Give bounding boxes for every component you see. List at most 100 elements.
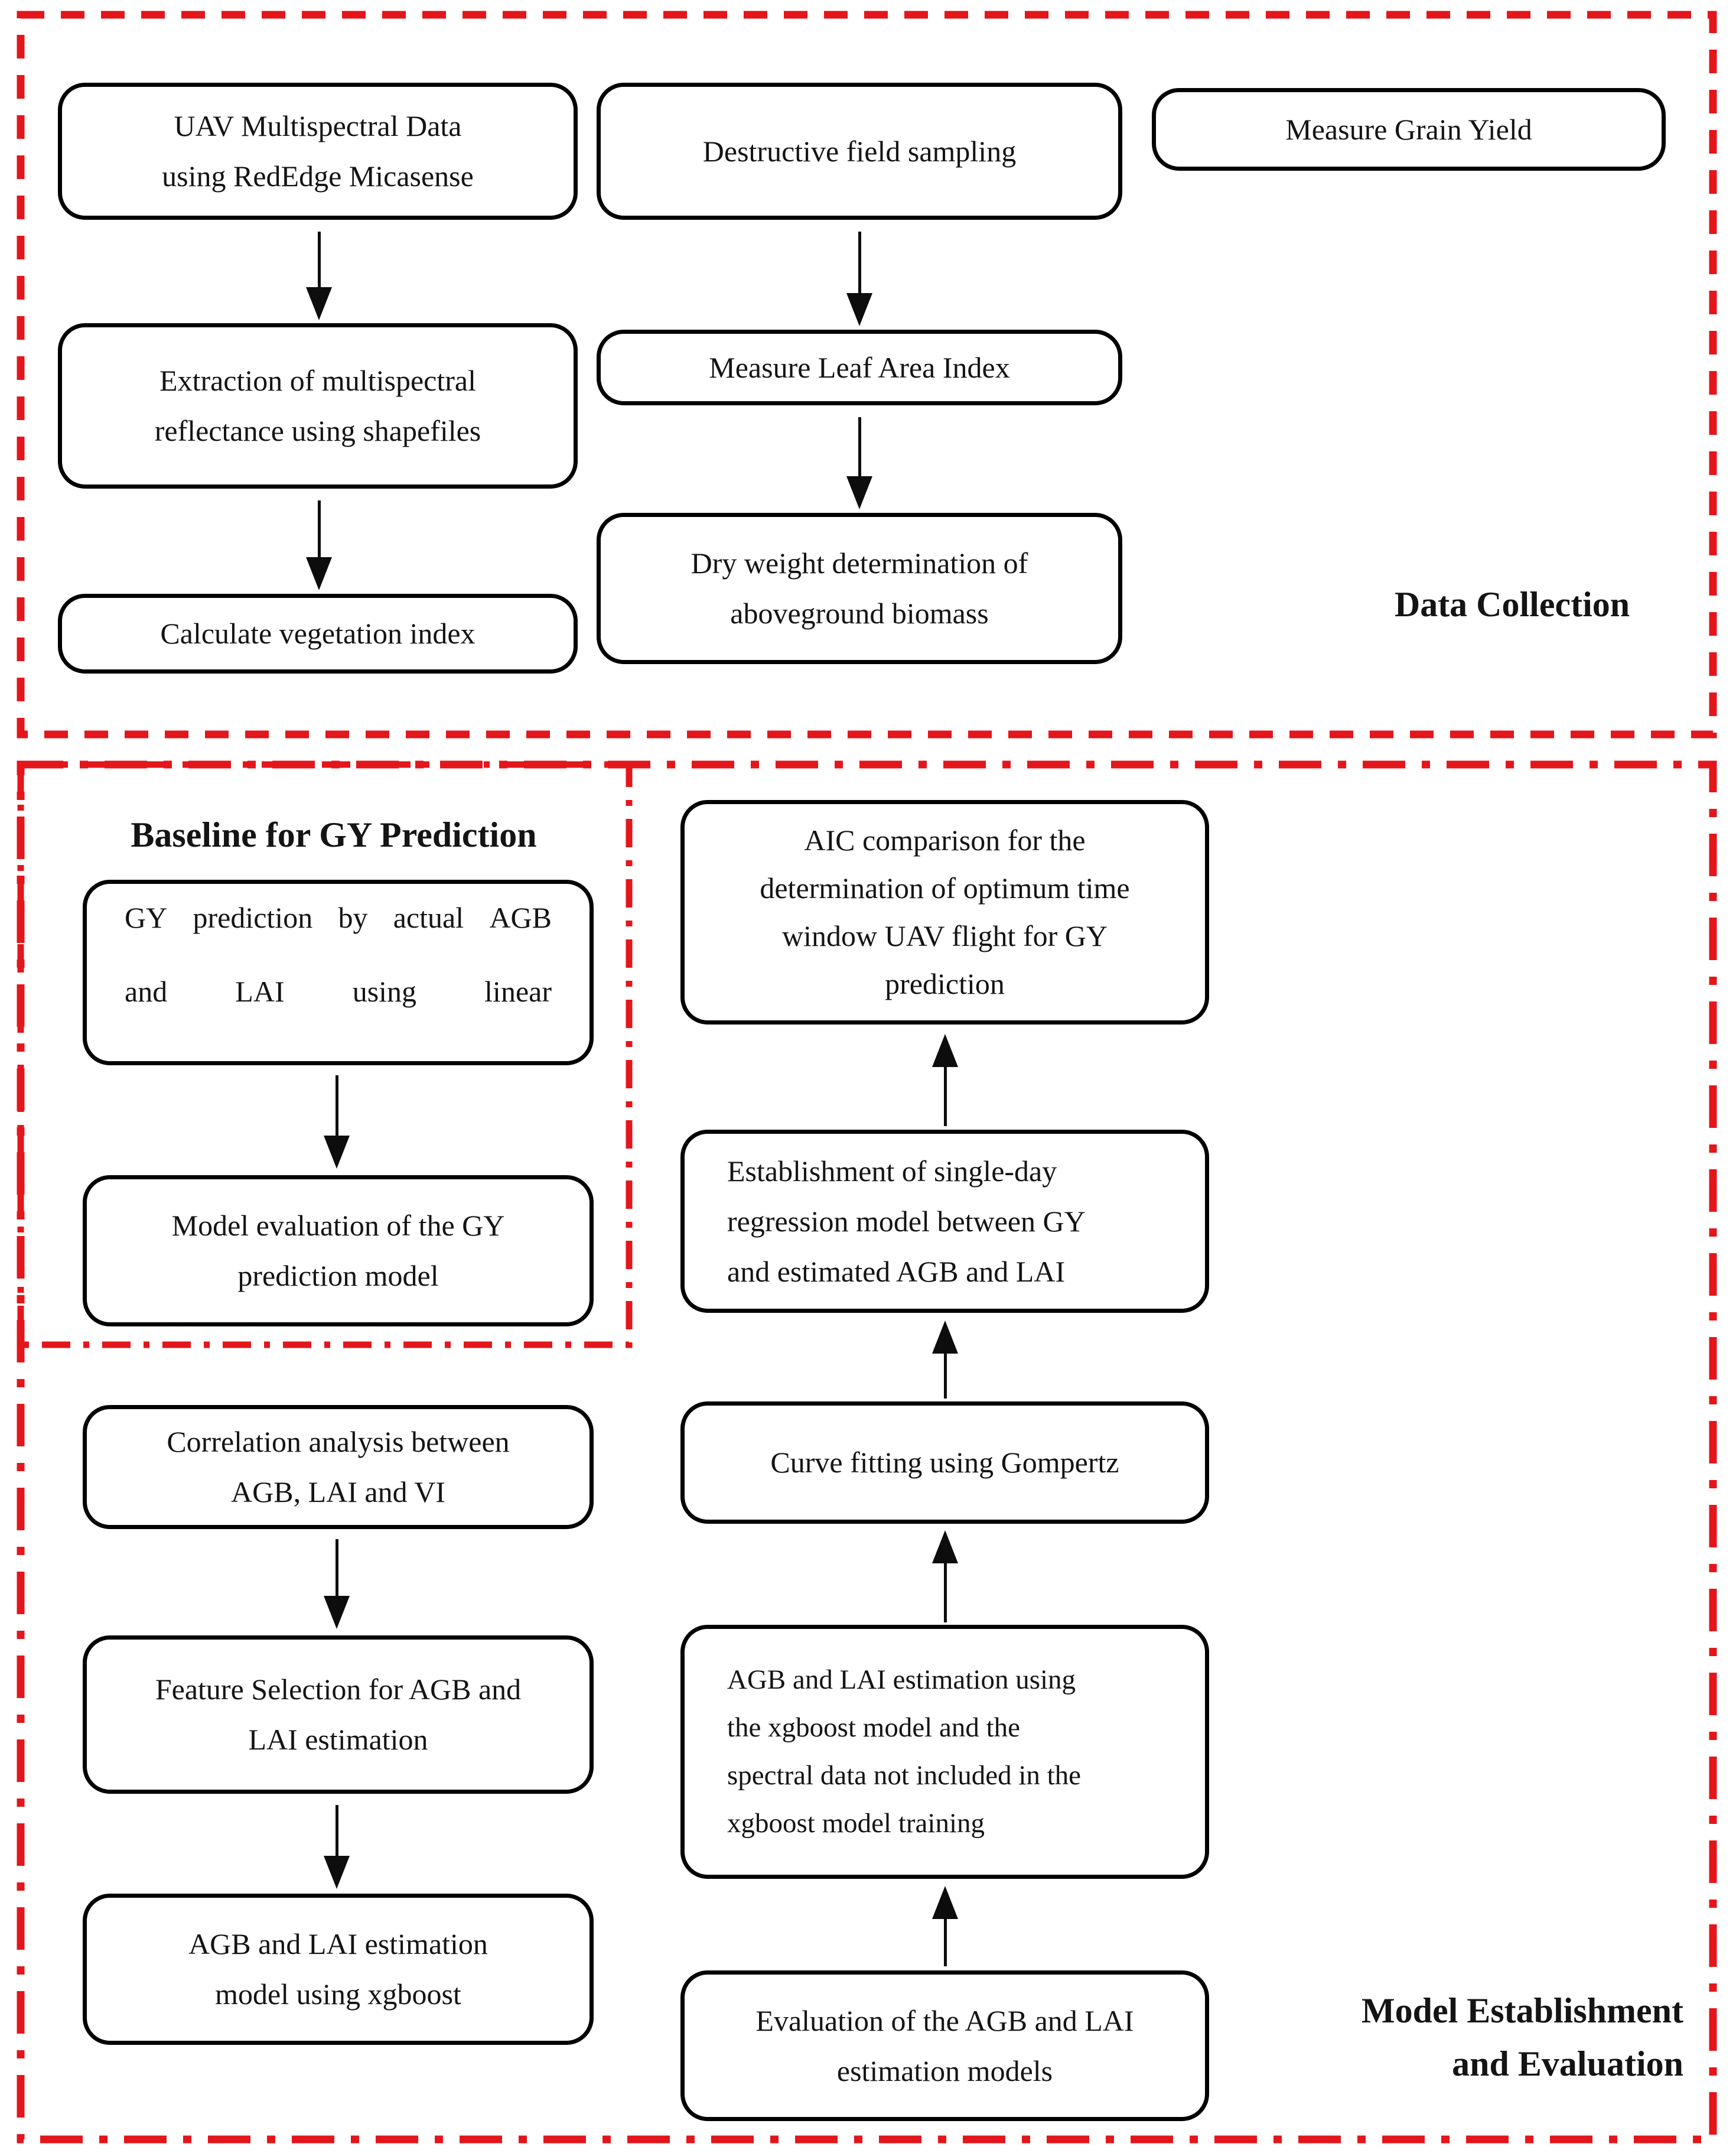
model-establishment-border bbox=[17, 760, 1717, 2144]
arrow-head-icon bbox=[932, 1034, 958, 1067]
text-line: and Evaluation bbox=[1452, 2044, 1683, 2083]
text-line: and estimated AGB and LAI bbox=[727, 1254, 1066, 1288]
arrow-shaft bbox=[336, 1539, 338, 1599]
text-line: prediction bbox=[885, 967, 1005, 1000]
arrow-head-icon bbox=[324, 1596, 350, 1629]
baseline-title: Baseline for GY Prediction bbox=[131, 815, 537, 854]
box-single-day-regression: Establishment of single-day regression m… bbox=[680, 1130, 1209, 1313]
flow-arrow-down-extraction-to-vegindex bbox=[306, 500, 332, 590]
box-extraction-multispectral-reflectance: Extraction of multispectral reflectance … bbox=[58, 323, 578, 489]
word: AGB bbox=[489, 901, 552, 934]
box-gy-prediction-linear: GY prediction by actual AGB and LAI usin… bbox=[83, 880, 594, 1065]
text-line: regression model between GY bbox=[727, 1204, 1086, 1238]
box-dry-weight-determination: Dry weight determination of aboveground … bbox=[597, 513, 1122, 664]
flow-arrow-down-uav-to-extraction bbox=[306, 232, 332, 320]
word: by bbox=[338, 901, 368, 934]
arrow-shaft bbox=[858, 417, 861, 480]
box-curve-fitting-gompertz: Curve fitting using Gompertz bbox=[680, 1401, 1209, 1524]
arrow-head-icon bbox=[932, 1321, 958, 1354]
arrow-shaft bbox=[944, 1350, 947, 1399]
text-line: xgboost model training bbox=[727, 1807, 985, 1839]
text-line: the xgboost model and the bbox=[727, 1712, 1021, 1744]
flow-arrow-down-gyprediction-to-evaluation bbox=[324, 1075, 350, 1169]
flow-arrow-down-correlation-to-feature bbox=[324, 1539, 350, 1629]
word: linear bbox=[484, 975, 552, 1008]
arrow-shaft bbox=[318, 232, 321, 291]
text-line: aboveground biomass bbox=[730, 597, 989, 630]
box-feature-selection: Feature Selection for AGB and LAI estima… bbox=[83, 1635, 594, 1794]
text-line: GY prediction by actual AGB bbox=[125, 893, 552, 943]
word: and bbox=[125, 975, 168, 1008]
arrow-head-icon bbox=[324, 1136, 350, 1169]
arrow-shaft bbox=[336, 1075, 338, 1139]
text-line: UAV Multispectral Data bbox=[174, 109, 462, 142]
box-model-evaluation-gy: Model evaluation of the GY prediction mo… bbox=[83, 1175, 594, 1326]
model-establishment-label: Model Establishment and Evaluation bbox=[1229, 1984, 1683, 2090]
box-calculate-vegetation-index: Calculate vegetation index bbox=[58, 594, 578, 674]
text-line: Destructive field sampling bbox=[702, 134, 1017, 168]
box-uav-multispectral-data: UAV Multispectral Data using RedEdge Mic… bbox=[58, 83, 578, 220]
arrow-shaft bbox=[944, 1064, 947, 1126]
flow-arrow-down-feature-to-agbmodel bbox=[324, 1805, 350, 1889]
box-measure-leaf-area-index: Measure Leaf Area Index bbox=[597, 330, 1122, 405]
box-agb-lai-model-xgboost: AGB and LAI estimation model using xgboo… bbox=[83, 1894, 594, 2045]
box-evaluation-estimation-models: Evaluation of the AGB and LAI estimation… bbox=[680, 1970, 1209, 2121]
flow-arrow-down-sampling-to-lai bbox=[846, 232, 872, 326]
baseline-region-border bbox=[17, 761, 633, 1348]
text-line: Extraction of multispectral bbox=[159, 364, 476, 397]
arrow-head-icon bbox=[306, 287, 332, 320]
arrow-head-icon bbox=[846, 293, 872, 326]
text-line: AGB and LAI estimation using bbox=[727, 1664, 1076, 1696]
text-line: reflectance using shapefiles bbox=[154, 414, 481, 447]
text-line: AGB and LAI estimation bbox=[188, 1927, 488, 1960]
text-line: using RedEdge Micasense bbox=[162, 160, 474, 193]
data-collection-border bbox=[17, 11, 1717, 739]
text-line: Model Establishment bbox=[1361, 1991, 1683, 2030]
text-line: LAI estimation bbox=[248, 1723, 428, 1756]
text-line: Correlation analysis between bbox=[167, 1425, 510, 1458]
text-line: and LAI using linear bbox=[125, 967, 552, 1017]
box-correlation-analysis: Correlation analysis between AGB, LAI an… bbox=[83, 1405, 594, 1529]
arrow-head-icon bbox=[324, 1856, 350, 1889]
text-line: Calculate vegetation index bbox=[160, 617, 475, 650]
text-line: window UAV flight for GY bbox=[782, 919, 1108, 952]
arrow-shaft bbox=[318, 500, 321, 561]
text-line: Curve fitting using Gompertz bbox=[770, 1446, 1119, 1479]
box-aic-comparison: AIC comparison for the determination of … bbox=[680, 800, 1209, 1025]
box-destructive-field-sampling: Destructive field sampling bbox=[597, 83, 1122, 220]
arrow-head-icon bbox=[306, 557, 332, 590]
word: LAI bbox=[235, 975, 285, 1008]
arrow-shaft bbox=[944, 1915, 947, 1966]
text-line: Dry weight determination of bbox=[691, 547, 1028, 580]
text-line: estimation models bbox=[836, 2054, 1053, 2087]
word: prediction bbox=[193, 901, 313, 934]
text-line: Model evaluation of the GY bbox=[171, 1209, 505, 1242]
text-line: determination of optimum time bbox=[760, 871, 1130, 905]
arrow-shaft bbox=[944, 1560, 947, 1622]
arrow-shaft bbox=[336, 1805, 338, 1859]
box-measure-grain-yield: Measure Grain Yield bbox=[1152, 88, 1666, 171]
arrow-head-icon bbox=[846, 476, 872, 509]
text-line: spectral data not included in the bbox=[727, 1760, 1082, 1791]
arrow-head-icon bbox=[932, 1886, 958, 1919]
word: using bbox=[352, 975, 417, 1008]
box-agb-lai-estimation-spectral: AGB and LAI estimation using the xgboost… bbox=[680, 1625, 1209, 1879]
text-line: prediction model bbox=[237, 1259, 439, 1292]
word: GY bbox=[125, 901, 168, 934]
flow-arrow-up-singleday-to-aic bbox=[932, 1034, 958, 1126]
text-line: AIC comparison for the bbox=[804, 824, 1086, 857]
flow-arrow-up-curvefitting-to-singleday bbox=[932, 1321, 958, 1399]
flow-arrow-up-estimation-to-curvefitting bbox=[932, 1530, 958, 1622]
text-line: Measure Leaf Area Index bbox=[709, 350, 1010, 384]
text-line: AGB, LAI and VI bbox=[231, 1475, 445, 1508]
text-line: model using xgboost bbox=[215, 1978, 461, 2011]
word: actual bbox=[393, 901, 464, 934]
text-line: Feature Selection for AGB and bbox=[155, 1673, 522, 1706]
flow-arrow-up-evaluation-to-estimation bbox=[932, 1886, 958, 1966]
arrow-head-icon bbox=[932, 1530, 958, 1563]
text-line: Evaluation of the AGB and LAI bbox=[755, 2004, 1134, 2037]
text-line: Establishment of single-day bbox=[727, 1154, 1057, 1188]
text-line: Measure Grain Yield bbox=[1285, 112, 1532, 146]
